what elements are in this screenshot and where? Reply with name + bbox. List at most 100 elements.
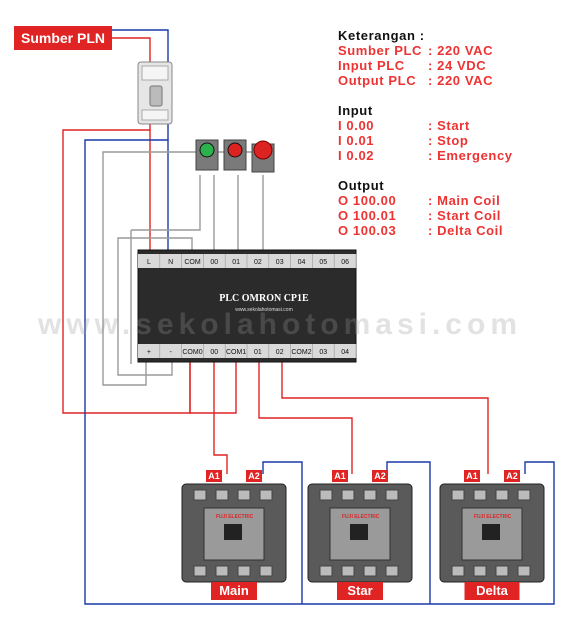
legend-spec-value: : 24 VDC (428, 58, 487, 73)
legend-title-row: Keterangan : (338, 28, 558, 43)
output-wire-02 (281, 360, 489, 474)
contactor-name-label: Star (347, 583, 372, 598)
plc-top-terminal-label: 00 (210, 259, 218, 266)
plc-bottom-terminal-label: + (147, 349, 151, 356)
contactor-bottom-screw (517, 565, 531, 577)
legend-input-value: : Emergency (428, 148, 513, 163)
legend-input-title-row: Input (338, 103, 558, 118)
com-jumper-1 (189, 360, 237, 414)
legend-input-value: : Start (428, 118, 470, 133)
legend-input-key: I 0.02 (338, 148, 375, 163)
contactor-brand: FUJI ELECTRIC (216, 514, 254, 520)
contactor-name-tag (464, 582, 520, 600)
wiring (62, 29, 555, 605)
contactor-top-screw (363, 489, 377, 501)
legend-output-row: O 100.01 : Start Coil (338, 208, 558, 223)
contactor-top-screw (385, 489, 399, 501)
contactor-bottom-screw (385, 565, 399, 577)
contactor-top-screw (341, 489, 355, 501)
start-button-icon (195, 139, 219, 171)
legend-output-key: O 100.00 (338, 193, 397, 208)
plc-top-terminal-label: L (147, 259, 151, 266)
legend-title: Keterangan : (338, 28, 425, 43)
coil-a2-badge (372, 470, 388, 482)
contactor-name-label: Main (219, 583, 249, 598)
coil-a1-label: A1 (334, 471, 346, 481)
coil-a2-badge (504, 470, 520, 482)
coil-a1-badge (464, 470, 480, 482)
legend-input-row: I 0.02 : Emergency (338, 148, 558, 163)
legend-input-key: I 0.01 (338, 133, 375, 148)
coil-a1-badge (206, 470, 222, 482)
plc-top-terminal-label: 02 (254, 259, 262, 266)
legend-output-key: O 100.01 (338, 208, 397, 223)
dc-wire-plus (102, 151, 200, 386)
plc-top-terminal-label: 06 (341, 259, 349, 266)
neutral-to-main-a2 (262, 461, 303, 604)
contactor-brand: FUJI ELECTRIC (474, 514, 512, 520)
plc-bottom-terminal-label: COM1 (226, 349, 246, 356)
legend-input-title: Input (338, 103, 373, 118)
legend-spec-row: Sumber PLC : 220 VAC (338, 43, 558, 58)
contactor-name-tag (337, 582, 383, 600)
stop-button-icon (223, 139, 247, 171)
plc-website-label: www.sekolahotomasi.com (235, 307, 293, 313)
plc-bottom-terminal-label: COM0 (182, 349, 202, 356)
plc-top-terminal-label: 01 (232, 259, 240, 266)
plc-bottom-terminal-label: 02 (276, 349, 284, 356)
contactor-armature (482, 524, 500, 540)
contactor-bottom-screw (237, 565, 251, 577)
legend-output-value: : Start Coil (428, 208, 501, 223)
plc-top-terminal-label: 04 (298, 259, 306, 266)
legend-output-title-row: Output (338, 178, 558, 193)
contactor-top-screw (259, 489, 273, 501)
push-buttons (195, 139, 275, 173)
plc-bottom-terminal-label: 04 (341, 349, 349, 356)
legend-output-key: O 100.03 (338, 223, 397, 238)
contactor-top-screw (451, 489, 465, 501)
contactor-top-screw (237, 489, 251, 501)
plc-bottom-terminal-label: 03 (319, 349, 327, 356)
legend-output-title: Output (338, 178, 385, 193)
legend-output-row: O 100.03 : Delta Coil (338, 223, 558, 238)
neutral-to-star-a2 (386, 461, 431, 604)
contactor-top-screw (215, 489, 229, 501)
legend-panel: Keterangan : Sumber PLC : 220 VAC Input … (338, 28, 558, 238)
contactor-bottom-screw (193, 565, 207, 577)
coil-a1-badge (332, 470, 348, 482)
legend-spec-value: : 220 VAC (428, 43, 494, 58)
dc-wire-com-in (130, 175, 201, 364)
neutral-wire-main (112, 29, 169, 70)
contactor-bottom-screw (259, 565, 273, 577)
output-wire-00 (213, 360, 228, 474)
source-label: Sumber PLN (14, 26, 112, 50)
coil-a2-label: A2 (374, 471, 386, 481)
contactor-brand: FUJI ELECTRIC (342, 514, 380, 520)
emergency-button-icon (251, 140, 275, 173)
plc-top-terminal-label: N (168, 259, 173, 266)
watermark: www.sekolahotomasi.com (38, 308, 522, 341)
dc-wire-minus (117, 237, 193, 376)
plc-top-terminal-label: 05 (319, 259, 327, 266)
plc-top-terminal-label: 03 (276, 259, 284, 266)
legend-spec-key: Sumber PLC (338, 43, 423, 58)
plc-bottom-terminal-label: - (170, 349, 173, 356)
legend-spec-key: Input PLC (338, 58, 405, 73)
contactor-top-screw (495, 489, 509, 501)
legend-output-row: O 100.00 : Main Coil (338, 193, 558, 208)
coil-a2-label: A2 (506, 471, 518, 481)
contactor-bottom-screw (451, 565, 465, 577)
output-wire-01 (258, 360, 353, 474)
contactor-bottom-screw (319, 565, 333, 577)
contactor-bottom-screw (473, 565, 487, 577)
plc-bottom-terminal-label: 00 (210, 349, 218, 356)
circuit-breaker (137, 61, 173, 125)
plc-model-label: PLC OMRON CP1E (219, 293, 309, 304)
coil-a2-badge (246, 470, 262, 482)
